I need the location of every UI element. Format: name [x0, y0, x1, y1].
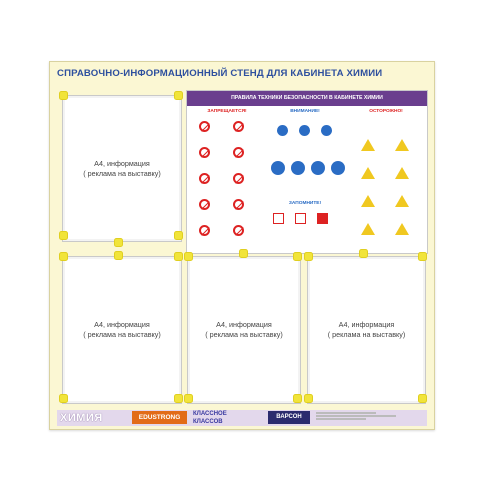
forbidden-sign-icon	[233, 173, 244, 184]
pocket-line2: ( реклама на выставку)	[205, 330, 283, 339]
clip-icon	[305, 253, 312, 260]
poster-col-remember: ЗАПОМНИТЕ!	[288, 201, 322, 206]
clip-icon	[294, 253, 301, 260]
forbidden-sign-icon	[233, 199, 244, 210]
warning-sign-icon	[395, 223, 409, 235]
pocket-text: А4, информация ( реклама на выставку)	[63, 320, 181, 340]
first-aid-sign-icon	[317, 213, 328, 224]
footer-subject: ХИМИЯ	[60, 412, 103, 424]
clip-icon	[175, 232, 182, 239]
clip-icon	[419, 395, 426, 402]
warning-sign-icon	[361, 195, 375, 207]
footer-copyright-text	[316, 411, 396, 421]
footer-brand-logo: EDUSTRONG	[132, 411, 187, 424]
clip-icon	[60, 253, 67, 260]
pocket-line1: А4, информация	[94, 320, 150, 329]
pocket-text: А4, информация ( реклама на выставку)	[308, 320, 425, 340]
poster-col-caution: ОСТОРОЖНО!	[369, 109, 403, 114]
poster-title: ПРАВИЛА ТЕХНИКИ БЕЗОПАСНОСТИ В КАБИНЕТЕ …	[187, 91, 427, 106]
first-aid-sign-icon	[273, 213, 284, 224]
stand-title: СПРАВОЧНО-ИНФОРМАЦИОННЫЙ СТЕНД ДЛЯ КАБИН…	[57, 68, 383, 79]
mandatory-sign-icon	[299, 125, 310, 136]
forbidden-sign-icon	[233, 121, 244, 132]
warning-sign-icon	[395, 195, 409, 207]
footer-series-line2: КЛАССОВ	[193, 419, 223, 425]
forbidden-sign-icon	[233, 147, 244, 158]
pocket-line2: ( реклама на выставку)	[327, 330, 406, 339]
clip-icon	[60, 395, 67, 402]
pocket-line1: А4, информация	[338, 320, 395, 329]
pocket-text: А4, информация ( реклама на выставку)	[63, 159, 181, 179]
clip-icon	[115, 239, 122, 246]
footer-series: КЛАССНОЕ КЛАССОВ	[193, 410, 227, 426]
a4-pocket-top-left: А4, информация ( реклама на выставку)	[62, 95, 182, 242]
pocket-line2: ( реклама на выставку)	[83, 330, 161, 339]
clip-icon	[305, 395, 312, 402]
mandatory-sign-icon	[311, 161, 325, 175]
clip-icon	[175, 92, 182, 99]
forbidden-sign-icon	[199, 199, 210, 210]
pocket-text: А4, информация ( реклама на выставку)	[188, 320, 300, 340]
mandatory-sign-icon	[277, 125, 288, 136]
clip-icon	[60, 92, 67, 99]
clip-icon	[185, 395, 192, 402]
mandatory-sign-icon	[291, 161, 305, 175]
clip-icon	[175, 395, 182, 402]
clip-icon	[294, 395, 301, 402]
clip-icon	[419, 253, 426, 260]
safety-rules-poster: ПРАВИЛА ТЕХНИКИ БЕЗОПАСНОСТИ В КАБИНЕТЕ …	[186, 90, 428, 254]
clip-icon	[60, 232, 67, 239]
copyright-line	[316, 415, 396, 417]
forbidden-sign-icon	[199, 121, 210, 132]
a4-pocket-bottom-right: А4, информация ( реклама на выставку)	[307, 256, 426, 404]
mandatory-sign-icon	[271, 161, 285, 175]
clip-icon	[115, 252, 122, 259]
mandatory-sign-icon	[331, 161, 345, 175]
poster-col-forbidden: ЗАПРЕЩАЕТСЯ!	[207, 109, 247, 114]
pocket-line2: ( реклама на выставку)	[83, 168, 161, 178]
copyright-line	[316, 412, 376, 414]
mandatory-sign-icon	[321, 125, 332, 136]
forbidden-sign-icon	[233, 225, 244, 236]
warning-sign-icon	[395, 167, 409, 179]
clip-icon	[240, 250, 247, 257]
warning-sign-icon	[361, 167, 375, 179]
clip-icon	[175, 253, 182, 260]
copyright-line	[316, 418, 366, 420]
a4-pocket-bottom-left: А4, информация ( реклама на выставку)	[62, 256, 182, 404]
first-aid-sign-icon	[295, 213, 306, 224]
warning-sign-icon	[361, 139, 375, 151]
warning-sign-icon	[395, 139, 409, 151]
clip-icon	[185, 253, 192, 260]
warning-sign-icon	[361, 223, 375, 235]
forbidden-sign-icon	[199, 173, 210, 184]
footer-series-line1: КЛАССНОЕ	[193, 411, 227, 417]
pocket-line1: А4, информация	[216, 320, 272, 329]
poster-col-attention: ВНИМАНИЕ!	[290, 109, 320, 114]
pocket-line1: А4, информация	[94, 158, 150, 168]
footer-publisher: ВАРСОН	[276, 414, 302, 420]
forbidden-sign-icon	[199, 147, 210, 158]
a4-pocket-bottom-middle: А4, информация ( реклама на выставку)	[187, 256, 301, 404]
forbidden-sign-icon	[199, 225, 210, 236]
clip-icon	[360, 250, 367, 257]
footer-publisher-logo: ВАРСОН	[268, 411, 310, 424]
